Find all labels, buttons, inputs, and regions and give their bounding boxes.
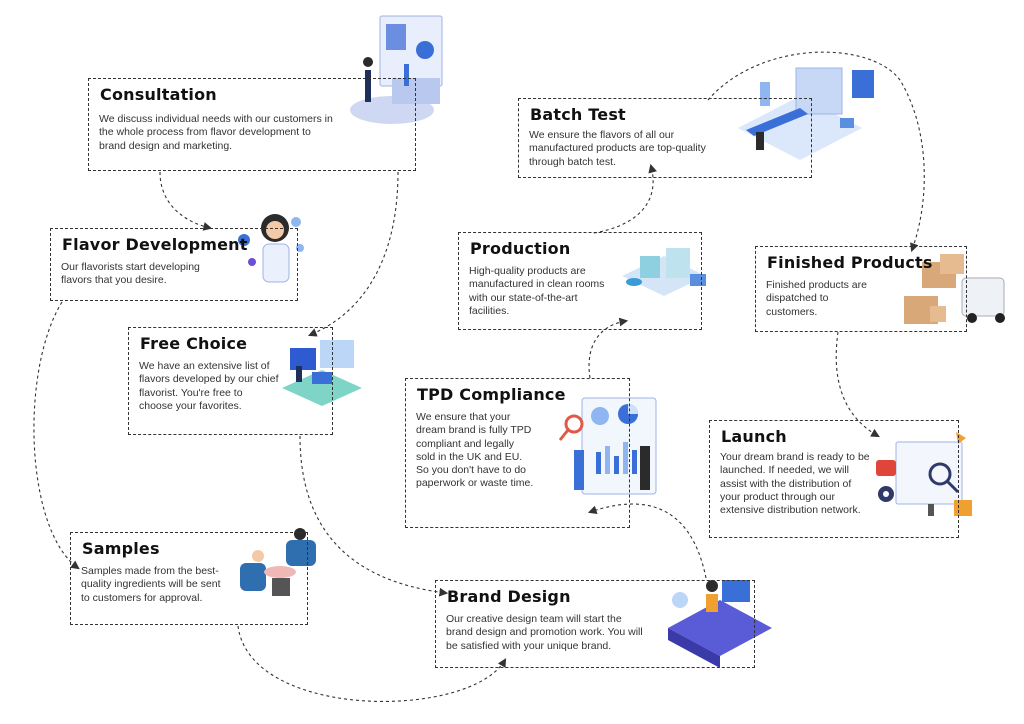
consultation-illustration: [350, 15, 443, 124]
connector-finished-to-launch: [835, 331, 880, 438]
step-free-choice: Free Choice We have an extensive list of…: [128, 327, 333, 435]
step-title: Finished Products: [767, 253, 933, 272]
step-title: Free Choice: [140, 334, 248, 353]
connector-free-choice-to-brand: [299, 435, 449, 597]
step-launch: Launch Your dream brand is ready to be l…: [709, 420, 959, 538]
samples-illustration: [240, 528, 316, 596]
step-description: Our creative design team will start the …: [446, 613, 643, 652]
connector-samples-to-brand: [237, 625, 507, 703]
connector-tpd-to-production: [588, 317, 629, 379]
production-illustration: [622, 248, 706, 296]
step-production: Production High-quality products are man…: [458, 232, 702, 330]
step-title: Launch: [721, 427, 787, 446]
step-description: Samples made from the best-quality ingre…: [81, 565, 221, 604]
step-description: We have an extensive list of flavors dev…: [139, 360, 279, 412]
connector-brand-to-tpd: [587, 503, 707, 579]
step-title: Consultation: [100, 85, 217, 104]
step-description: We discuss individual needs with our cus…: [99, 113, 333, 152]
finished-products-illustration: [904, 254, 1005, 324]
free-choice-illustration: [282, 340, 362, 406]
step-batch-test: Batch Test We ensure the flavors of all …: [518, 98, 812, 178]
batch-test-illustration: [738, 67, 874, 160]
connector-consultation-to-flavor: [159, 171, 213, 231]
step-title: TPD Compliance: [417, 385, 566, 404]
step-title: Samples: [82, 539, 160, 558]
flavor-development-illustration: [238, 214, 304, 283]
step-title: Production: [470, 239, 571, 258]
step-title: Brand Design: [447, 587, 571, 606]
step-description: Our flavorists start developing flavors …: [61, 261, 200, 287]
connector-production-to-batch: [593, 163, 657, 234]
step-consultation: Consultation We discuss individual needs…: [88, 78, 416, 171]
flow-connectors: [33, 51, 925, 703]
step-title: Flavor Development: [62, 235, 248, 254]
step-finished-products: Finished Products Finished products are …: [755, 246, 967, 332]
step-brand-design: Brand Design Our creative design team wi…: [435, 580, 755, 668]
connector-consultation-to-free-choice: [307, 171, 399, 337]
step-description: Your dream brand is ready to be launched…: [720, 451, 870, 517]
step-tpd-compliance: TPD Compliance We ensure that your dream…: [405, 378, 630, 528]
step-description: High-quality products are manufactured i…: [469, 265, 605, 317]
step-flavor-development: Flavor Development Our flavorists start …: [50, 228, 298, 301]
step-title: Batch Test: [530, 105, 626, 124]
step-description: We ensure that your dream brand is fully…: [416, 411, 534, 490]
brand-design-illustration: [668, 580, 772, 668]
connector-batch-to-finished: [707, 51, 925, 253]
connector-flavor-to-samples: [33, 301, 80, 570]
step-description: We ensure the flavors of all our manufac…: [529, 129, 706, 168]
tpd-compliance-illustration: [558, 397, 657, 495]
step-samples: Samples Samples made from the best-quali…: [70, 532, 308, 625]
step-description: Finished products are dispatched to cust…: [766, 279, 867, 318]
